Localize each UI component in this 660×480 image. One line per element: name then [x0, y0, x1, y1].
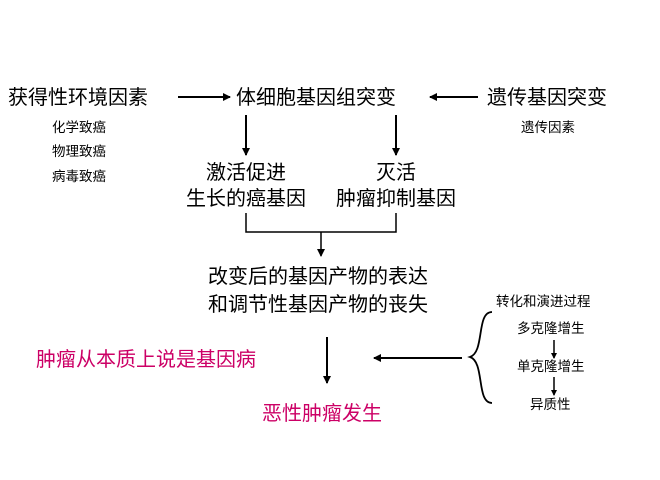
suppressor-line2: 肿瘤抑制基因: [336, 186, 456, 210]
environmental-factor-chemical: 化学致癌: [52, 120, 106, 136]
progression-step-heterogeneity: 异质性: [530, 397, 571, 413]
suppressor-line1: 灭活: [376, 160, 416, 184]
gene-product-line1: 改变后的基因产物的表达: [208, 264, 428, 288]
hereditary-mutation-title: 遗传基因突变: [487, 85, 607, 109]
progression-brace: [467, 311, 493, 404]
environmental-factor-viral: 病毒致癌: [52, 169, 106, 185]
environmental-factor-physical: 物理致癌: [52, 144, 106, 160]
merge-bracket: [245, 213, 397, 233]
oncogene-line2: 生长的癌基因: [186, 186, 306, 210]
oncogene-line1: 激活促进: [206, 160, 286, 184]
somatic-mutation-label: 体细胞基因组突变: [236, 85, 396, 109]
essence-statement: 肿瘤从本质上说是基因病: [36, 347, 256, 371]
progression-step-monoclonal: 单克隆增生: [517, 359, 585, 375]
gene-product-line2: 和调节性基因产物的丧失: [208, 292, 428, 316]
outcome-label: 恶性肿瘤发生: [262, 401, 382, 425]
progression-step-polyclonal: 多克隆增生: [517, 321, 585, 337]
progression-title: 转化和演进过程: [496, 294, 591, 310]
hereditary-factor-label: 遗传因素: [521, 120, 575, 136]
environmental-factors-title: 获得性环境因素: [8, 85, 148, 109]
